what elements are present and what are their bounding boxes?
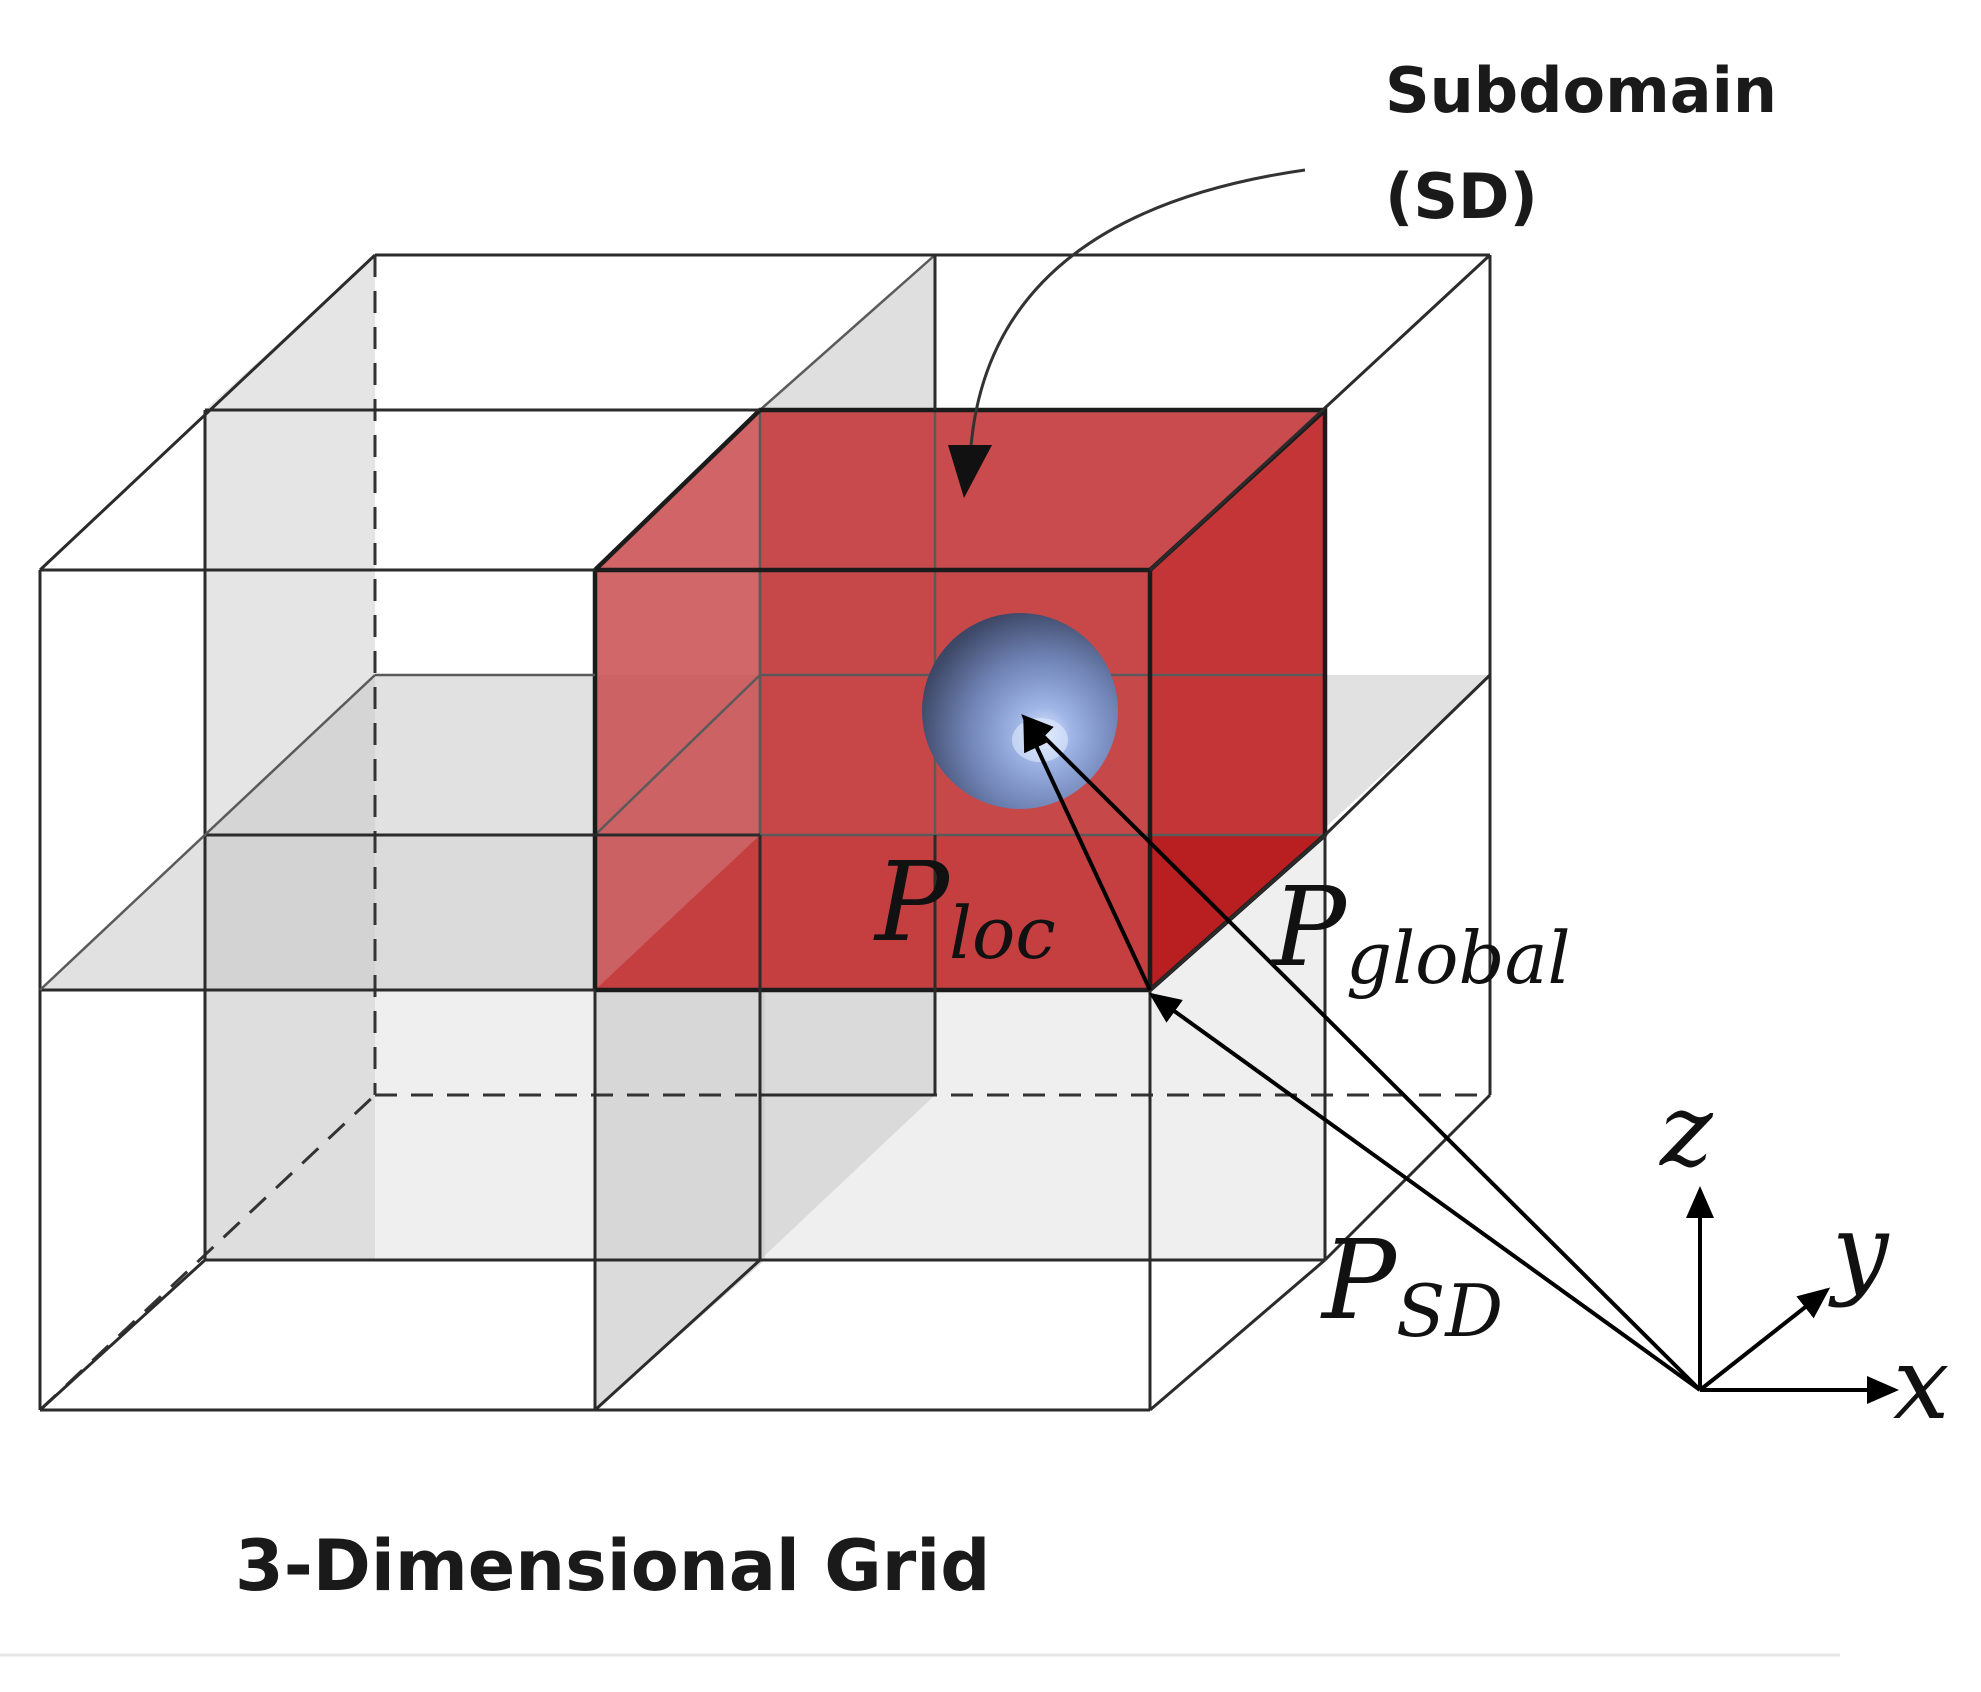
- z-axis-label: z: [1659, 1072, 1714, 1189]
- grid-edge: [39, 674, 376, 991]
- grid-edge: [38, 1258, 207, 1412]
- p-global-vector: [1021, 714, 1702, 1392]
- grid-wireframe: [38, 253, 1492, 1412]
- subdomain-pointer-arrowhead: [948, 445, 992, 498]
- x-axis-label: x: [1893, 1325, 1949, 1442]
- subdomain-inner-line: [594, 674, 761, 836]
- y-axis-label: y: [1828, 1192, 1890, 1309]
- grid-edge: [1323, 673, 1492, 837]
- p-loc-label: Ploc: [873, 838, 1056, 975]
- subdomain-label-line2: (SD): [1385, 160, 1538, 233]
- p-sd-vector: [1148, 992, 1702, 1392]
- grid-edge: [1149, 1258, 1326, 1412]
- grid-edge: [593, 1258, 762, 1412]
- grid-edge: [38, 253, 377, 572]
- subdomain-top-face: [595, 410, 1325, 570]
- p-sd-label: PSD: [1320, 1216, 1503, 1353]
- subdomain-cube: [592, 254, 1328, 993]
- subdomain-pointer-arrow: [968, 168, 1306, 461]
- subdomain-label-line1: Subdomain: [1385, 54, 1777, 127]
- p-global-label: Pglobal: [1270, 863, 1571, 1000]
- subdomain-inner-line: [759, 254, 936, 411]
- grid-edge: [1149, 833, 1326, 992]
- p-loc-vector: [1023, 718, 1152, 991]
- y-axis: [1698, 1287, 1831, 1392]
- grid-caption: 3-Dimensional Grid: [235, 1525, 990, 1607]
- grid-edge: [1148, 253, 1492, 572]
